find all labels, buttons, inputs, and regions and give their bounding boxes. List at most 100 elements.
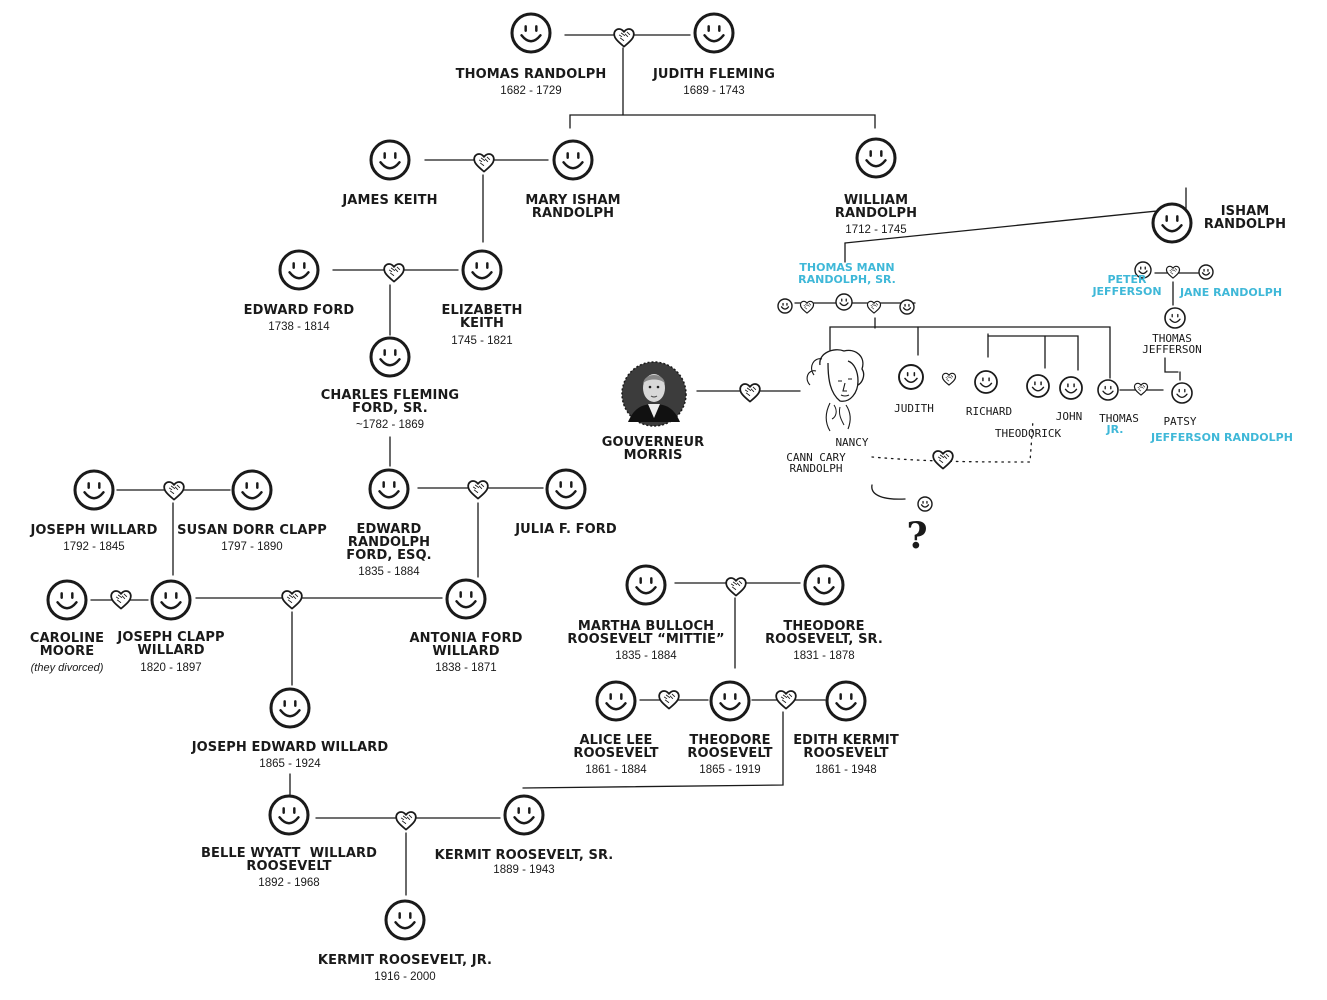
nancy-sketch-icon bbox=[800, 345, 876, 445]
heart-icon bbox=[466, 479, 490, 506]
person-name: CAROLINE MOORE bbox=[30, 632, 104, 658]
sketch-label: ? bbox=[906, 518, 927, 554]
sketch-face-icon bbox=[898, 298, 916, 321]
person-name: WILLIAM RANDOLPH bbox=[835, 194, 917, 220]
person-name: ISHAM RANDOLPH bbox=[1204, 205, 1286, 231]
heart-icon bbox=[724, 576, 748, 603]
sketch-face-icon bbox=[776, 297, 794, 320]
person-name: ANTONIA FORD WILLARD bbox=[409, 632, 522, 658]
person-dates: 1797 - 1890 bbox=[221, 541, 282, 553]
sketch-face-icon bbox=[973, 369, 999, 400]
person-dates: 1916 - 2000 bbox=[374, 971, 435, 983]
person-name: ELIZABETH KEITH bbox=[442, 304, 523, 330]
person-name: JULIA F. FORD bbox=[515, 523, 617, 536]
person-face-icon bbox=[503, 794, 545, 841]
sketch-face-icon bbox=[834, 292, 854, 317]
person-face-icon bbox=[369, 336, 411, 383]
person-name: THEODORE ROOSEVELT bbox=[687, 734, 772, 760]
portrait-icon bbox=[620, 360, 688, 433]
sketch-face-icon bbox=[897, 363, 925, 396]
sketch-label: PATSY bbox=[1163, 416, 1196, 427]
person-face-icon bbox=[803, 564, 845, 611]
cyan-label: JR. bbox=[1107, 424, 1124, 436]
cyan-label: JANE RANDOLPH bbox=[1180, 287, 1282, 299]
heart-icon bbox=[931, 449, 955, 476]
person-dates: 1865 - 1919 bbox=[699, 764, 760, 776]
person-face-icon bbox=[825, 680, 867, 727]
person-face-icon bbox=[73, 469, 115, 516]
person-name: CHARLES FLEMING FORD, SR. bbox=[321, 389, 459, 415]
cyan-label: PETER JEFFERSON bbox=[1092, 274, 1161, 298]
person-face-icon bbox=[269, 687, 311, 734]
sketch-label: RICHARD bbox=[966, 406, 1012, 417]
sketch-label: JOHN bbox=[1056, 411, 1083, 422]
person-name: JOSEPH CLAPP WILLARD bbox=[117, 631, 224, 657]
person-dates: 1835 - 1884 bbox=[358, 566, 419, 578]
person-name: EDITH KERMIT ROOSEVELT bbox=[793, 734, 899, 760]
person-name: THEODORE ROOSEVELT, SR. bbox=[765, 620, 883, 646]
person-face-icon bbox=[369, 139, 411, 186]
cyan-label: JEFFERSON RANDOLPH bbox=[1151, 432, 1293, 444]
person-face-icon bbox=[150, 579, 192, 626]
person-name: MARTHA BULLOCH ROOSEVELT “MITTIE” bbox=[567, 620, 724, 646]
sketch-label: JUDITH bbox=[894, 403, 934, 414]
person-dates: 1792 - 1845 bbox=[63, 541, 124, 553]
heart-icon bbox=[162, 480, 186, 507]
sketch-label: NANCY bbox=[835, 437, 868, 448]
heart-icon bbox=[1133, 382, 1149, 401]
person-dates: 1745 - 1821 bbox=[451, 335, 512, 347]
person-name: KERMIT ROOSEVELT, JR. bbox=[318, 954, 492, 967]
heart-icon bbox=[109, 589, 133, 616]
sketch-face-icon bbox=[1197, 263, 1215, 286]
heart-icon bbox=[472, 152, 496, 179]
person-face-icon bbox=[461, 249, 503, 296]
person-name: KERMIT ROOSEVELT, SR. bbox=[435, 849, 614, 862]
person-dates: 1831 - 1878 bbox=[793, 650, 854, 662]
sketch-label: CANN CARY RANDOLPH bbox=[786, 452, 846, 474]
person-face-icon bbox=[231, 469, 273, 516]
person-name: JAMES KEITH bbox=[342, 194, 437, 207]
person-dates: 1861 - 1884 bbox=[585, 764, 646, 776]
person-name: ALICE LEE ROOSEVELT bbox=[573, 734, 658, 760]
sketch-label: THOMAS JEFFERSON bbox=[1142, 333, 1202, 355]
sketch-face-icon bbox=[1096, 378, 1120, 407]
heart-icon bbox=[799, 300, 815, 319]
person-face-icon bbox=[545, 468, 587, 515]
person-face-icon bbox=[278, 249, 320, 296]
sketch-face-icon bbox=[1058, 375, 1084, 406]
person-face-icon bbox=[510, 12, 552, 59]
heart-icon bbox=[382, 262, 406, 289]
sketch-label: THOMAS bbox=[1099, 413, 1139, 424]
person-dates: 1820 - 1897 bbox=[140, 662, 201, 674]
person-name: JOSEPH WILLARD bbox=[30, 524, 157, 537]
person-dates: ~1782 - 1869 bbox=[356, 419, 424, 431]
person-dates: 1865 - 1924 bbox=[259, 758, 320, 770]
person-name: EDWARD RANDOLPH FORD, ESQ. bbox=[346, 523, 431, 562]
person-name: JUDITH FLEMING bbox=[653, 68, 775, 81]
heart-icon bbox=[774, 689, 798, 716]
person-face-icon bbox=[445, 578, 487, 625]
heart-icon bbox=[612, 27, 636, 54]
person-face-icon bbox=[384, 899, 426, 946]
sketch-face-icon bbox=[1163, 306, 1187, 335]
heart-icon bbox=[866, 300, 882, 319]
person-face-icon bbox=[625, 564, 667, 611]
person-dates: 1892 - 1968 bbox=[258, 877, 319, 889]
person-name: MARY ISHAM RANDOLPH bbox=[525, 194, 620, 220]
person-face-icon bbox=[1151, 202, 1193, 249]
person-face-icon bbox=[368, 468, 410, 515]
heart-icon bbox=[280, 589, 304, 616]
person-dates: 1889 - 1943 bbox=[493, 864, 554, 876]
person-dates: 1838 - 1871 bbox=[435, 662, 496, 674]
person-dates: 1861 - 1948 bbox=[815, 764, 876, 776]
person-face-icon bbox=[693, 12, 735, 59]
person-name: SUSAN DORR CLAPP bbox=[177, 524, 327, 537]
person-dates: 1682 - 1729 bbox=[500, 85, 561, 97]
person-face-icon bbox=[552, 139, 594, 186]
person-face-icon bbox=[709, 680, 751, 727]
sketch-label: THEODORICK bbox=[995, 428, 1061, 439]
heart-icon bbox=[941, 372, 957, 391]
person-name: THOMAS RANDOLPH bbox=[456, 68, 607, 81]
